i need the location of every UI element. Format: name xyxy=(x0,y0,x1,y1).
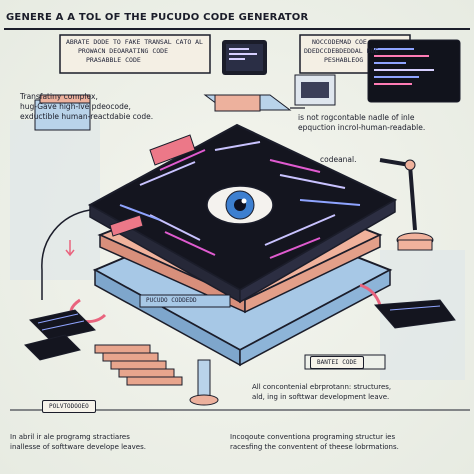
card-line: ABRATE DODE TO FAKE TRANSAL CATO AL xyxy=(66,38,203,46)
robot-arm-icon xyxy=(379,158,434,251)
device-icon xyxy=(294,74,336,106)
note-line: epquction incrol-human-readable. xyxy=(298,123,426,132)
note-line: exductible human-reactdabie code. xyxy=(20,112,154,121)
title-divider xyxy=(4,28,470,30)
bottom-right-text: All concontenial ebrprotann: structures,… xyxy=(252,382,391,402)
right-badge: BANTEI CODE xyxy=(310,356,364,369)
top-left-card: ABRATE DODE TO FAKE TRANSAL CATO AL PROW… xyxy=(66,38,203,65)
text-line: Incoqoute conventiona programing structu… xyxy=(230,433,396,441)
card-line: DDEDCCDEBDEDDAL BOE xyxy=(304,47,379,55)
note-line: is not rogcontable nadle of inle xyxy=(298,113,415,122)
right-note: is not rogcontable nadle of inle epqucti… xyxy=(298,113,425,133)
text-line: In abril ir ale programg stractiares xyxy=(10,433,130,441)
text-line: inallesse of softtware develope leaves. xyxy=(10,443,146,451)
main-device xyxy=(69,123,398,367)
left-note: Transfatiny complex, hug-Gave high-lve p… xyxy=(20,92,153,122)
top-right-card: NOCCODEMAD COE DDEDCCDEBDEDDAL BOE PESHA… xyxy=(304,38,378,65)
text-line: ald, ing in softtwar development leave. xyxy=(252,393,390,401)
left-badge: POLVTODOOEO xyxy=(42,400,96,413)
text-line: racesfing the conventent of theese lobrm… xyxy=(230,443,399,451)
top-left-card-frame xyxy=(59,34,211,74)
pillar-icon xyxy=(189,359,219,406)
terminal-window-icon xyxy=(367,39,461,103)
codename-label: codeanal. xyxy=(320,155,357,164)
stack-label: PUCUDO CODDEDD xyxy=(146,297,197,304)
bottom-left-text: In abril ir ale programg stractiares ina… xyxy=(10,432,146,452)
stairs-icon xyxy=(94,344,183,386)
keyboard-icon xyxy=(24,309,96,361)
card-line: NOCCODEMAD COE xyxy=(312,38,367,46)
note-line: Transfatiny complex, xyxy=(20,92,98,101)
card-line: PESHABLEOG xyxy=(324,56,364,64)
card-line: PRASABBLE CODE xyxy=(86,56,141,64)
bottom-center-text: Incoqoute conventiona programing structu… xyxy=(230,432,399,452)
right-keyboard-icon xyxy=(373,299,456,329)
card-line: PROWACN DEOARATING CODE xyxy=(78,47,169,55)
text-line: All concontenial ebrprotann: structures, xyxy=(252,383,392,391)
eye-icon xyxy=(206,185,274,225)
note-line: hug-Gave high-lve pdeocode, xyxy=(20,102,131,111)
laptop-icon xyxy=(203,40,292,112)
page-title: GENERE A A TOL OF THE PUCUDO CODE GENERA… xyxy=(6,12,309,23)
left-box-icon xyxy=(34,94,91,131)
